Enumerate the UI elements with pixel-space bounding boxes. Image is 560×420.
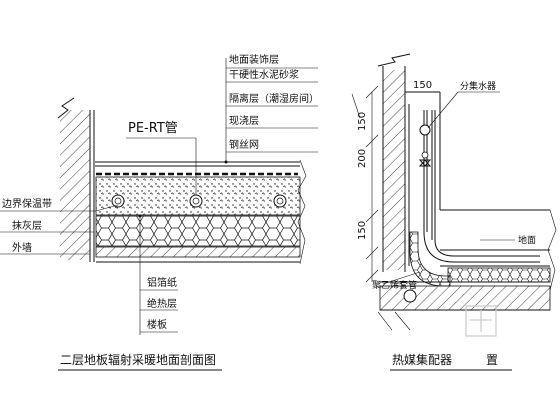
floor-slab (95, 246, 301, 263)
layer-label-finish: 地面装饰层 (229, 53, 279, 66)
pipe-label: PE-RT管 (128, 121, 178, 136)
dim-200: 200 (357, 149, 368, 168)
floor-label: 地面 (518, 234, 536, 246)
insulation-layer (95, 215, 301, 247)
sleeve-label: 聚乙烯套管 (372, 279, 417, 291)
manifold-detail: 150 200 150 150 (351, 53, 557, 371)
layer-label-mortar: 干硬性水泥砂浆 (229, 68, 299, 81)
pe-rt-pipes (111, 194, 287, 208)
right-drawing-title-tail: 置 (486, 353, 498, 367)
floor-construction (377, 209, 557, 331)
floor-section-detail: 地面装饰层 干硬性水泥砂浆 隔离层（潮湿房间） 现浇层 钢丝网 PE-RT管 边… (0, 53, 319, 371)
exterior-wall (57, 97, 95, 262)
dim-150-top: 150 (357, 112, 368, 131)
slab-label: 楼板 (147, 318, 167, 331)
manifold-pipes (418, 110, 540, 263)
dim-150-mid: 150 (357, 221, 368, 240)
wall-section (377, 53, 411, 272)
left-drawing-title: 二层地板辐射采暖地面剖面图 (60, 352, 216, 367)
layer-label-mesh: 钢丝网 (229, 138, 259, 151)
plaster-label: 抹灰层 (12, 219, 42, 232)
exterior-wall-label: 外墙 (12, 241, 32, 254)
floor-finish-layer (95, 161, 300, 176)
watermark-mark (465, 305, 497, 337)
dimension-chain (365, 85, 379, 283)
layer-label-cast: 现浇层 (229, 114, 259, 127)
layer-leaders (224, 58, 318, 164)
right-drawing-title: 热媒集配器 (392, 352, 452, 367)
foil-label: 铝箔纸 (147, 276, 177, 289)
bottom-leaders (138, 214, 178, 335)
edge-insulation-label: 边界保温带 (2, 197, 52, 210)
insulation-label: 绝热层 (147, 297, 177, 310)
layer-label-isolation: 隔离层（潮湿房间） (229, 92, 319, 105)
dim-150-width: 150 (413, 80, 432, 91)
left-leaders (0, 204, 119, 255)
manifold-label: 分集水器 (460, 80, 496, 92)
pipe-sleeve (409, 231, 451, 287)
